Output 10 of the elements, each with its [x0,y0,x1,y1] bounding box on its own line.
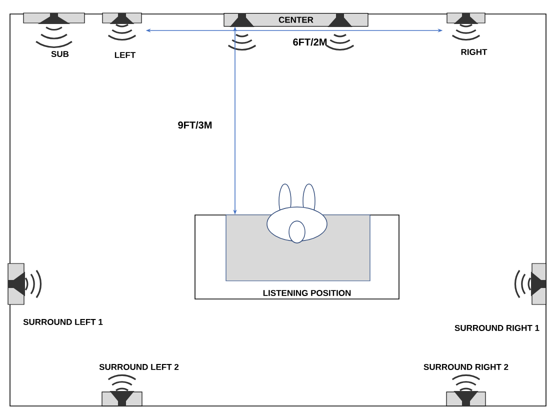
speaker-label: SURROUND RIGHT 1 [454,324,540,331]
speaker-label: RIGHT [461,49,488,55]
speaker-label: LEFT [114,52,136,58]
area-label: LISTENING POSITION [263,290,351,296]
speaker-label: SUB [51,51,69,57]
speaker-label: SURROUND RIGHT 2 [424,364,508,370]
speaker-label: SURROUND LEFT 2 [99,364,179,370]
edge-label: 9FT/3M [178,121,212,129]
edge-label: 6FT/2M [293,38,327,46]
speaker-label: SURROUND LEFT 1 [23,318,103,325]
